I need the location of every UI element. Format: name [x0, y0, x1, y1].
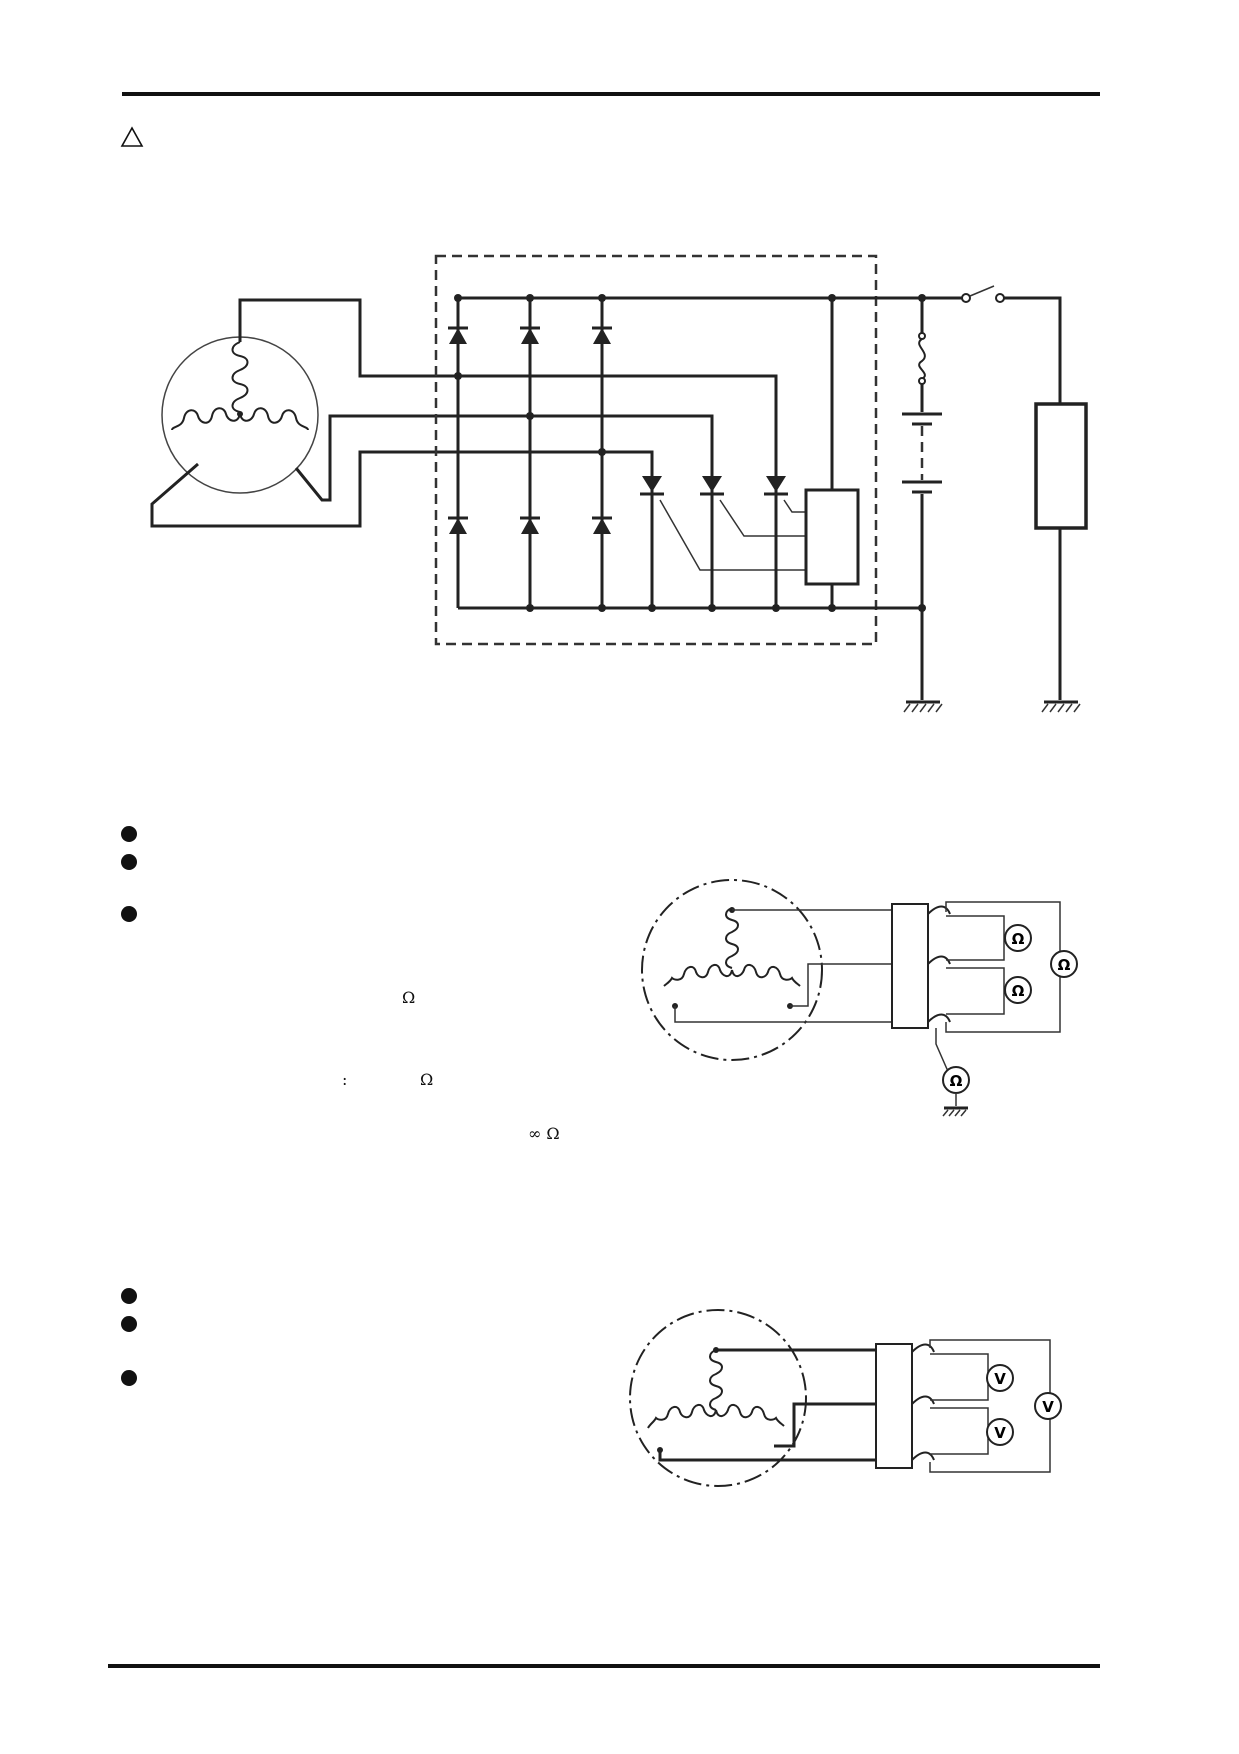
fuse-icon: [918, 338, 926, 380]
stator-coil-top: [231, 341, 249, 413]
rectifier-boundary: [434, 254, 878, 646]
stator-circle-3: [629, 1309, 807, 1487]
svg-text:V: V: [1042, 1398, 1054, 1416]
svg-text:Ω: Ω: [1012, 982, 1025, 1000]
bullet-3: [121, 906, 137, 922]
svg-text:Ω: Ω: [1012, 930, 1025, 948]
top-rule: [122, 92, 1100, 96]
svg-text:V: V: [994, 1424, 1006, 1442]
ground-icon-1: [903, 700, 943, 713]
svg-text:V: V: [994, 1370, 1006, 1388]
stator-circle-2: [641, 879, 823, 1061]
voltmeter-3: [1034, 1392, 1062, 1420]
diode-column-3: [592, 294, 612, 612]
stator-coil-right: [239, 407, 309, 431]
scr-group: [640, 376, 806, 612]
ohmmeter-2: [1004, 976, 1032, 1004]
ohmmeter-1: [1004, 924, 1032, 952]
diode-column-1: [448, 298, 468, 608]
voltmeter-1: [986, 1364, 1014, 1392]
connector-block-2: [891, 903, 929, 1029]
bullet-6: [121, 1370, 137, 1386]
colon-symbol: :: [342, 1070, 348, 1089]
connector-block-3: [875, 1343, 913, 1469]
coil-top-2: [725, 907, 739, 969]
ground-icon-3: [942, 1106, 968, 1117]
svg-text:Ω: Ω: [1058, 956, 1071, 974]
ground-icon-2: [1041, 700, 1081, 713]
voltmeter-2: [986, 1418, 1014, 1446]
svg-text:Ω: Ω: [950, 1072, 963, 1090]
charging-circuit-diagram: [150, 254, 1088, 713]
switch-icon: [961, 293, 971, 303]
load-resistor: [1034, 402, 1088, 530]
probe-set-2: [927, 901, 1061, 1077]
bullet-2: [121, 854, 137, 870]
bottom-rule: [108, 1664, 1100, 1668]
diode-column-2: [520, 294, 540, 612]
ohm-symbol-1: Ω: [402, 988, 416, 1007]
infinity-ohm-symbol: ∞ Ω: [528, 1124, 560, 1143]
bullet-1: [121, 826, 137, 842]
stator-coil-left: [171, 407, 241, 431]
probe-set-3: [911, 1339, 1051, 1473]
ohmmeter-3: [1050, 950, 1078, 978]
triangle-caution-icon: [120, 126, 144, 147]
ohm-symbol-2: Ω: [420, 1070, 434, 1089]
bullet-4: [121, 1288, 137, 1304]
bullet-5: [121, 1316, 137, 1332]
